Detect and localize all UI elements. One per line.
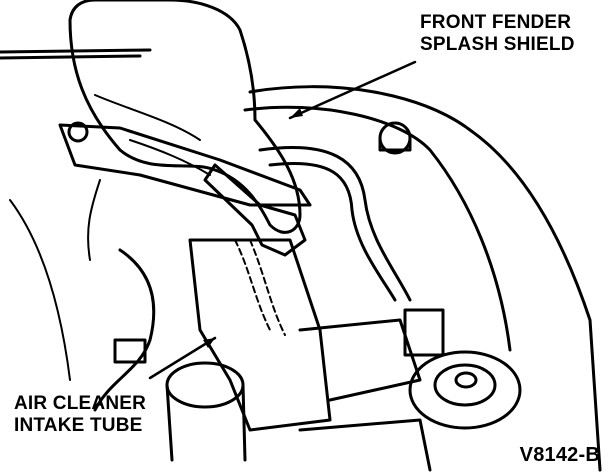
fender-edge: [0, 48, 152, 60]
air-cleaner-line2: INTAKE TUBE: [14, 415, 143, 436]
splash-shield-outline: [248, 85, 602, 472]
hose-upper: [258, 145, 412, 302]
bracket: [58, 123, 312, 207]
leader-fender: [288, 60, 417, 120]
hose-upper-2: [268, 161, 397, 302]
pulley: [408, 350, 522, 430]
wiring-harness: [93, 248, 156, 412]
intake-bellows: [234, 239, 286, 336]
air-cleaner-line1: AIR CLEANER: [14, 393, 147, 414]
figure-code-label: V8142-B: [519, 444, 600, 466]
intake-tube: [188, 238, 332, 432]
front-fender-splash-shield-label: FRONT FENDER SPLASH SHIELD: [420, 12, 575, 56]
wrench: [203, 163, 307, 257]
hand: [68, 0, 302, 234]
bracket-hole: [67, 121, 89, 143]
hand-finger-lines: [94, 94, 211, 176]
front-fender-line1: FRONT FENDER: [420, 12, 572, 33]
air-cleaner-intake-tube-label: AIR CLEANER INTAKE TUBE: [14, 393, 146, 437]
front-fender-line2: SPLASH SHIELD: [420, 34, 575, 55]
splash-shield-inner: [243, 105, 512, 352]
leader-intake: [148, 336, 217, 380]
